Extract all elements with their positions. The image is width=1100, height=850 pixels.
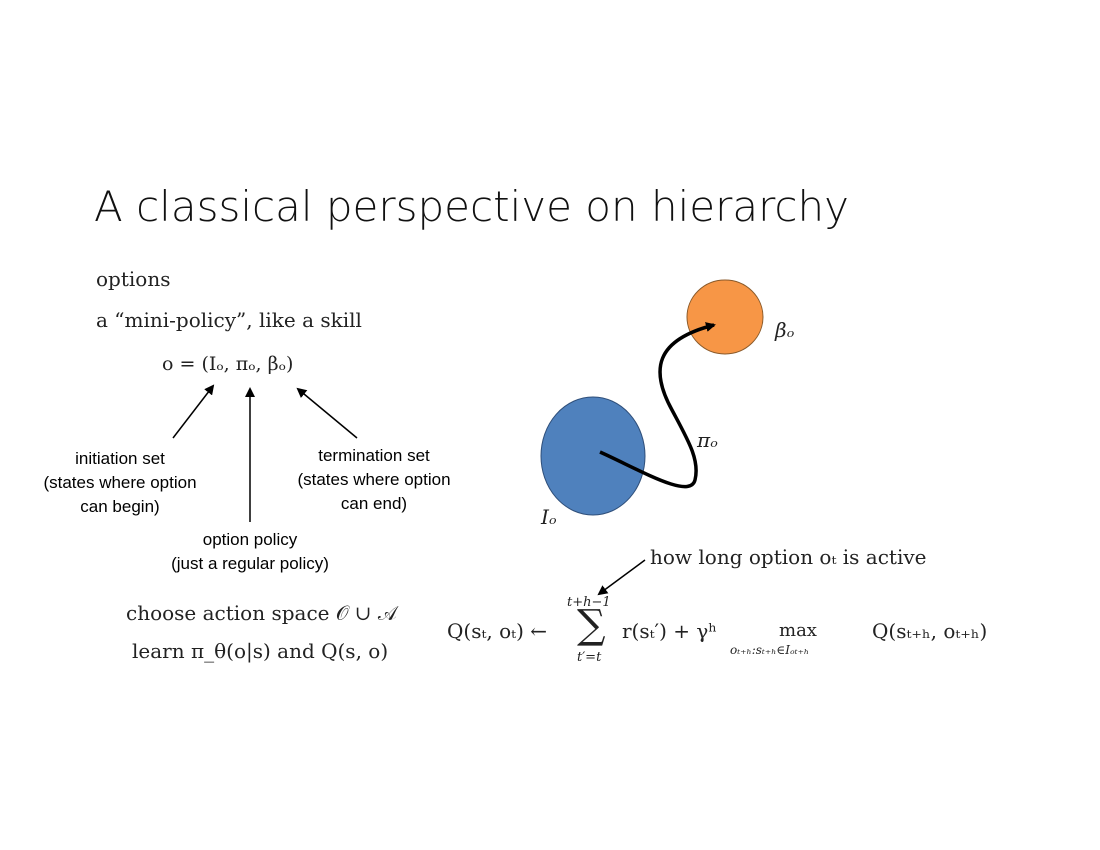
slide-title: A classical perspective on hierarchy — [94, 182, 849, 231]
initiation-line-1: initiation set — [75, 449, 165, 468]
initiation-line-2: (states where option — [43, 473, 197, 492]
duration-arrow — [597, 559, 646, 596]
termination-line-2: (states where option — [297, 470, 451, 489]
options-label: options — [96, 267, 171, 291]
option-policy-trajectory — [599, 322, 716, 489]
reward-term: r(sₜ′) + γʰ — [622, 619, 717, 643]
action-space-text: choose action space 𝒪 ∪ 𝒜 — [126, 601, 397, 625]
beta-label: βₒ — [775, 318, 795, 342]
sum-lower-limit: t′=t — [577, 650, 602, 665]
initiation-set-label: initiation set (states where option can … — [30, 447, 210, 519]
learn-text: learn π_θ(o|s) and Q(s, o) — [132, 639, 389, 663]
equation-lhs: Q(sₜ, oₜ) ← — [447, 619, 547, 643]
option-tuple: o = (Iₒ, πₒ, βₒ) — [162, 353, 294, 375]
init-label: Iₒ — [541, 505, 557, 529]
policy-line-2: (just a regular policy) — [171, 554, 329, 573]
mini-policy-text: a “mini-policy”, like a skill — [96, 308, 362, 332]
termination-set-label: termination set (states where option can… — [284, 444, 464, 516]
termination-set-circle — [686, 279, 764, 355]
pi-label: πₒ — [697, 428, 718, 452]
initiation-set-circle — [540, 396, 646, 516]
sum-upper-limit: t+h−1 — [567, 595, 611, 610]
policy-line-1: option policy — [202, 530, 298, 549]
termination-line-3: can end) — [340, 494, 408, 513]
duration-annotation: how long option oₜ is active — [650, 545, 927, 569]
initiation-line-3: can begin) — [80, 497, 160, 516]
equation-rhs: Q(sₜ₊ₕ, oₜ₊ₕ) — [872, 619, 988, 643]
sum-symbol: ∑ — [577, 602, 606, 648]
termination-line-1: termination set — [318, 446, 430, 465]
initiation-arrow — [172, 384, 215, 439]
termination-arrow — [296, 387, 358, 439]
option-policy-label: option policy (just a regular policy) — [154, 528, 346, 576]
max-operator: max — [779, 620, 817, 641]
max-subscript: oₜ₊ₕ:sₜ₊ₕ∈Iₒₜ₊ₕ — [730, 643, 810, 657]
